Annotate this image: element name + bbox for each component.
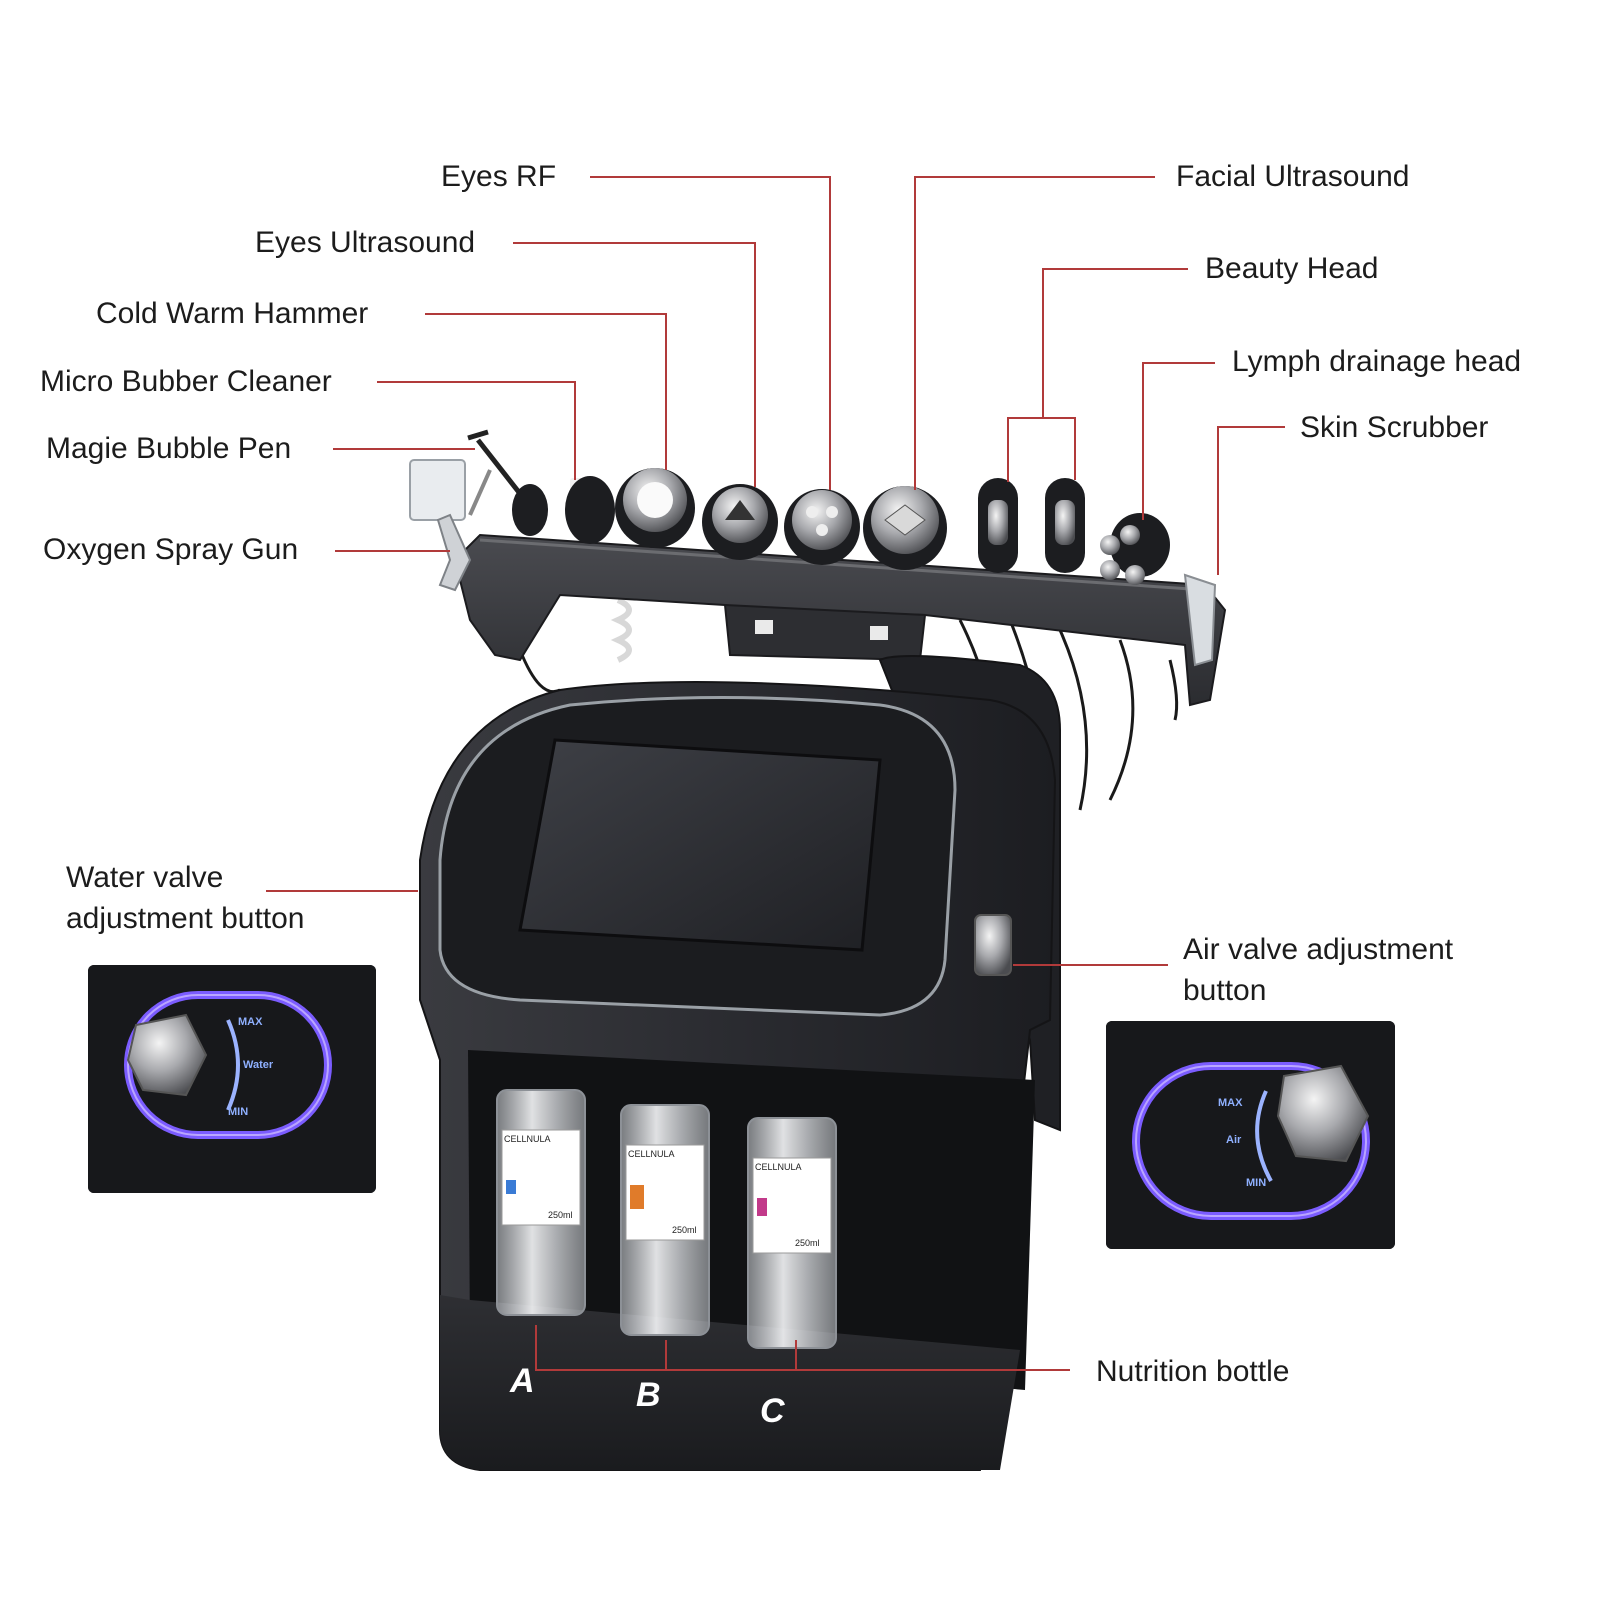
water-valve-closeup: MAX Water MIN	[88, 965, 376, 1193]
air-valve-closeup: MAX Air MIN	[1106, 1021, 1395, 1249]
eyes-rf-shape	[784, 489, 860, 565]
handpiece-tray	[453, 533, 1227, 707]
air-max-label: MAX	[1218, 1097, 1243, 1109]
water-label: Water	[243, 1059, 274, 1071]
magie-bubble-pen-shape	[467, 429, 548, 536]
bottle-letter-b: B	[636, 1376, 661, 1414]
air-min-label: MIN	[1246, 1177, 1266, 1189]
label-eyes-ultrasound: Eyes Ultrasound	[255, 226, 476, 259]
bottle-letter-a: A	[509, 1362, 535, 1400]
label-magie-bubble-pen: Magie Bubble Pen	[46, 432, 292, 465]
label-water-valve-line2: adjustment button	[66, 902, 305, 935]
label-micro-bubber-cleaner: Micro Bubber Cleaner	[40, 365, 332, 398]
air-label: Air	[1226, 1134, 1242, 1146]
skin-scrubber-shape	[1183, 573, 1217, 667]
nutrition-bottles	[496, 1089, 837, 1349]
cold-warm-hammer-shape	[615, 468, 695, 548]
bottle-a-volume: 250ml	[548, 1210, 573, 1220]
micro-bubber-cleaner-shape	[565, 476, 615, 544]
air-valve-closeup-art: MAX Air MIN	[1106, 1021, 1395, 1249]
label-facial-ultrasound: Facial Ultrasound	[1176, 160, 1410, 193]
bottle-b-shape	[620, 1104, 710, 1336]
bottle-a-brand: CELLNULA	[504, 1134, 551, 1144]
bottle-b-volume: 250ml	[672, 1225, 697, 1235]
label-air-valve: Air valve adjustment button	[1183, 929, 1453, 1011]
label-air-valve-line2: button	[1183, 974, 1267, 1007]
label-air-valve-line1: Air valve adjustment	[1183, 933, 1454, 966]
label-water-valve: Water valve adjustment button	[66, 857, 305, 939]
spiral-hose	[610, 597, 632, 663]
label-water-valve-line1: Water valve	[66, 861, 224, 894]
water-max-label: MAX	[238, 1016, 263, 1028]
device-body	[419, 655, 1061, 1471]
eyes-ultrasound-shape	[702, 484, 778, 560]
label-beauty-head: Beauty Head	[1205, 252, 1379, 285]
bottle-c-volume: 250ml	[795, 1238, 820, 1248]
beauty-head-shapes	[978, 478, 1085, 573]
leader-lines	[266, 176, 1285, 1371]
bottle-c-shape	[747, 1117, 837, 1349]
lymph-drainage-shape	[1100, 513, 1170, 585]
handpieces	[409, 429, 1217, 667]
label-nutrition-bottle: Nutrition bottle	[1096, 1355, 1290, 1388]
water-min-label: MIN	[228, 1106, 248, 1118]
bottle-a-shape	[496, 1089, 586, 1316]
water-valve-closeup-art: MAX Water MIN	[88, 965, 376, 1193]
label-eyes-rf: Eyes RF	[441, 160, 557, 193]
bottle-c-brand: CELLNULA	[755, 1162, 802, 1172]
facial-ultrasound-shape	[863, 486, 947, 570]
label-lymph-drainage-head: Lymph drainage head	[1232, 345, 1522, 378]
oxygen-spray-gun-shape	[409, 459, 492, 592]
label-skin-scrubber: Skin Scrubber	[1300, 411, 1489, 444]
label-cold-warm-hammer: Cold Warm Hammer	[96, 297, 369, 330]
label-oxygen-spray-gun: Oxygen Spray Gun	[43, 533, 299, 566]
bottle-b-brand: CELLNULA	[628, 1149, 675, 1159]
bottle-letter-c: C	[760, 1392, 785, 1430]
